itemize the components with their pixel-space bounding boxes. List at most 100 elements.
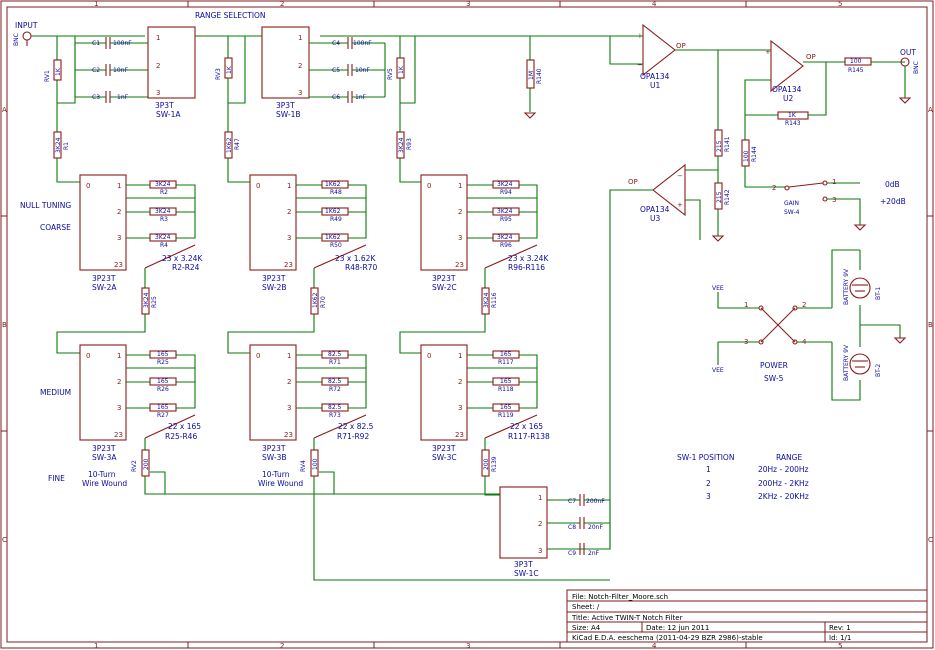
- sw1a-ref: SW-1A: [156, 110, 181, 119]
- svg-text:2: 2: [287, 378, 291, 386]
- u3-ref: U3: [650, 214, 660, 223]
- range-row2-pos: 2: [706, 479, 711, 488]
- r118-ref: R118: [498, 386, 514, 393]
- sw2a-type: 3P23T: [92, 274, 116, 283]
- svg-text:3: 3: [117, 234, 121, 242]
- svg-text:3: 3: [458, 234, 462, 242]
- sw2c-ref: SW-2C: [432, 283, 457, 292]
- zone-col-2: 2: [280, 0, 284, 8]
- input-label: INPUT: [15, 21, 38, 30]
- opamp-u3: −+ OP OPA134 U3: [628, 163, 686, 223]
- svg-text:23: 23: [284, 261, 293, 269]
- rv2-val: 200: [143, 458, 150, 470]
- svg-text:2: 2: [458, 208, 462, 216]
- sw2c-note: 23 x 3.24K: [508, 254, 549, 263]
- gain-0db: 0dB: [885, 180, 900, 189]
- r48-ref: R48: [330, 189, 342, 196]
- r1-ref: R1: [63, 142, 70, 150]
- r49-ref: R49: [330, 216, 342, 223]
- r142-val: 215: [716, 191, 723, 203]
- sw3c-note: 22 x 165: [510, 422, 543, 431]
- sw3b-type: 3P23T: [262, 444, 286, 453]
- r27-ref: R27: [157, 412, 169, 419]
- r50-ref: R50: [330, 242, 342, 249]
- sw2b-series-val: 1K62: [312, 292, 319, 308]
- bt2-label: BATTERY 9V: [843, 344, 850, 381]
- sw1c-type: 3P3T: [514, 560, 533, 569]
- svg-text:−: −: [677, 172, 683, 180]
- fine-label: FINE: [48, 474, 65, 483]
- zone-col-4-bottom: 4: [652, 642, 657, 650]
- zone-col-3-bottom: 3: [466, 642, 470, 650]
- sw1b-pin2: 2: [298, 62, 302, 70]
- sw2b-type: 3P23T: [262, 274, 286, 283]
- r73-val: 82.5: [328, 404, 342, 411]
- r4-ref: R4: [160, 242, 168, 249]
- zone-row-a-right: A: [928, 106, 933, 114]
- c6-ref: C6: [332, 94, 340, 101]
- sw3c-type: 3P23T: [432, 444, 456, 453]
- rv1-val: 1K: [55, 67, 62, 76]
- cap-bank-2: C4 100nF C5 10nF C6 1nF: [330, 37, 372, 103]
- svg-text:0: 0: [427, 352, 431, 360]
- rv5-val: 1K: [398, 65, 405, 74]
- r143-val: 1K: [788, 112, 797, 119]
- r141-ref: R141: [724, 136, 731, 152]
- sw2c-type: 3P23T: [432, 274, 456, 283]
- c7-val: 200nF: [586, 498, 605, 505]
- sw1a-pin3: 3: [156, 89, 160, 97]
- res-r93: 3K24 R93: [396, 131, 413, 159]
- svg-text:3: 3: [287, 234, 291, 242]
- sw5-pin2: 2: [802, 301, 806, 309]
- svg-text:0: 0: [86, 352, 90, 360]
- r144-val: 100: [743, 150, 750, 162]
- r48-val: 1K62: [325, 181, 341, 188]
- res-r143: 1K R143: [777, 111, 809, 127]
- r95-ref: R95: [500, 216, 512, 223]
- bt1-label: BATTERY 9V: [843, 268, 850, 305]
- res-r47: 1K62 R47: [224, 131, 241, 159]
- sw2b-series-ref: R70: [320, 296, 327, 308]
- r47-val: 1K62: [226, 137, 233, 153]
- power-label: POWER: [760, 361, 788, 370]
- sw5-pin1: 1: [744, 301, 748, 309]
- sw2b-note: 23 x 1.62K: [335, 254, 376, 263]
- input-connector: INPUT BNC: [13, 21, 38, 46]
- sw2a-range: R2-R24: [172, 263, 200, 272]
- r95-val: 3K24: [497, 208, 513, 215]
- rv2-note-2: Wire Wound: [82, 479, 127, 488]
- output-connector-type: BNC: [913, 61, 920, 74]
- vee-label-1: VEE: [712, 285, 724, 292]
- r73-ref: R73: [329, 412, 341, 419]
- r25-ref: R25: [157, 359, 169, 366]
- c7-ref: C7: [568, 498, 576, 505]
- zone-col-2-bottom: 2: [280, 642, 284, 650]
- r139-ref: R139: [491, 456, 498, 472]
- power-switch-sw5: 1 2 3 4 POWER SW-5 VEE VEE: [712, 285, 832, 383]
- r144-ref: R144: [751, 146, 758, 162]
- r72-ref: R72: [329, 386, 341, 393]
- r142-ref: R142: [724, 189, 731, 205]
- c6-val: 1nF: [355, 94, 367, 101]
- u2-name: OPA134: [772, 85, 802, 94]
- r3-val: 3K24: [155, 208, 171, 215]
- sw5-pin4: 4: [802, 338, 807, 346]
- sw4-pin3: 3: [832, 196, 836, 204]
- r47-ref: R47: [234, 138, 241, 150]
- zone-col-1: 1: [94, 0, 98, 8]
- zone-col-1-bottom: 1: [94, 642, 98, 650]
- sw2c-series-ref: R116: [491, 292, 498, 308]
- rv4-ref: RV4: [300, 460, 307, 472]
- opamp-u2: +− OP OPA134 U2: [765, 39, 816, 103]
- svg-text:−: −: [637, 61, 643, 69]
- svg-text:1: 1: [287, 182, 291, 190]
- r3-ref: R3: [160, 216, 168, 223]
- sw3b-note: 22 x 82.5: [338, 422, 374, 431]
- range-row3-range: 2KHz - 20KHz: [758, 492, 809, 501]
- tb-size: Size: A4: [572, 624, 601, 632]
- res-sw2c-series: 3K24 R116: [481, 287, 498, 315]
